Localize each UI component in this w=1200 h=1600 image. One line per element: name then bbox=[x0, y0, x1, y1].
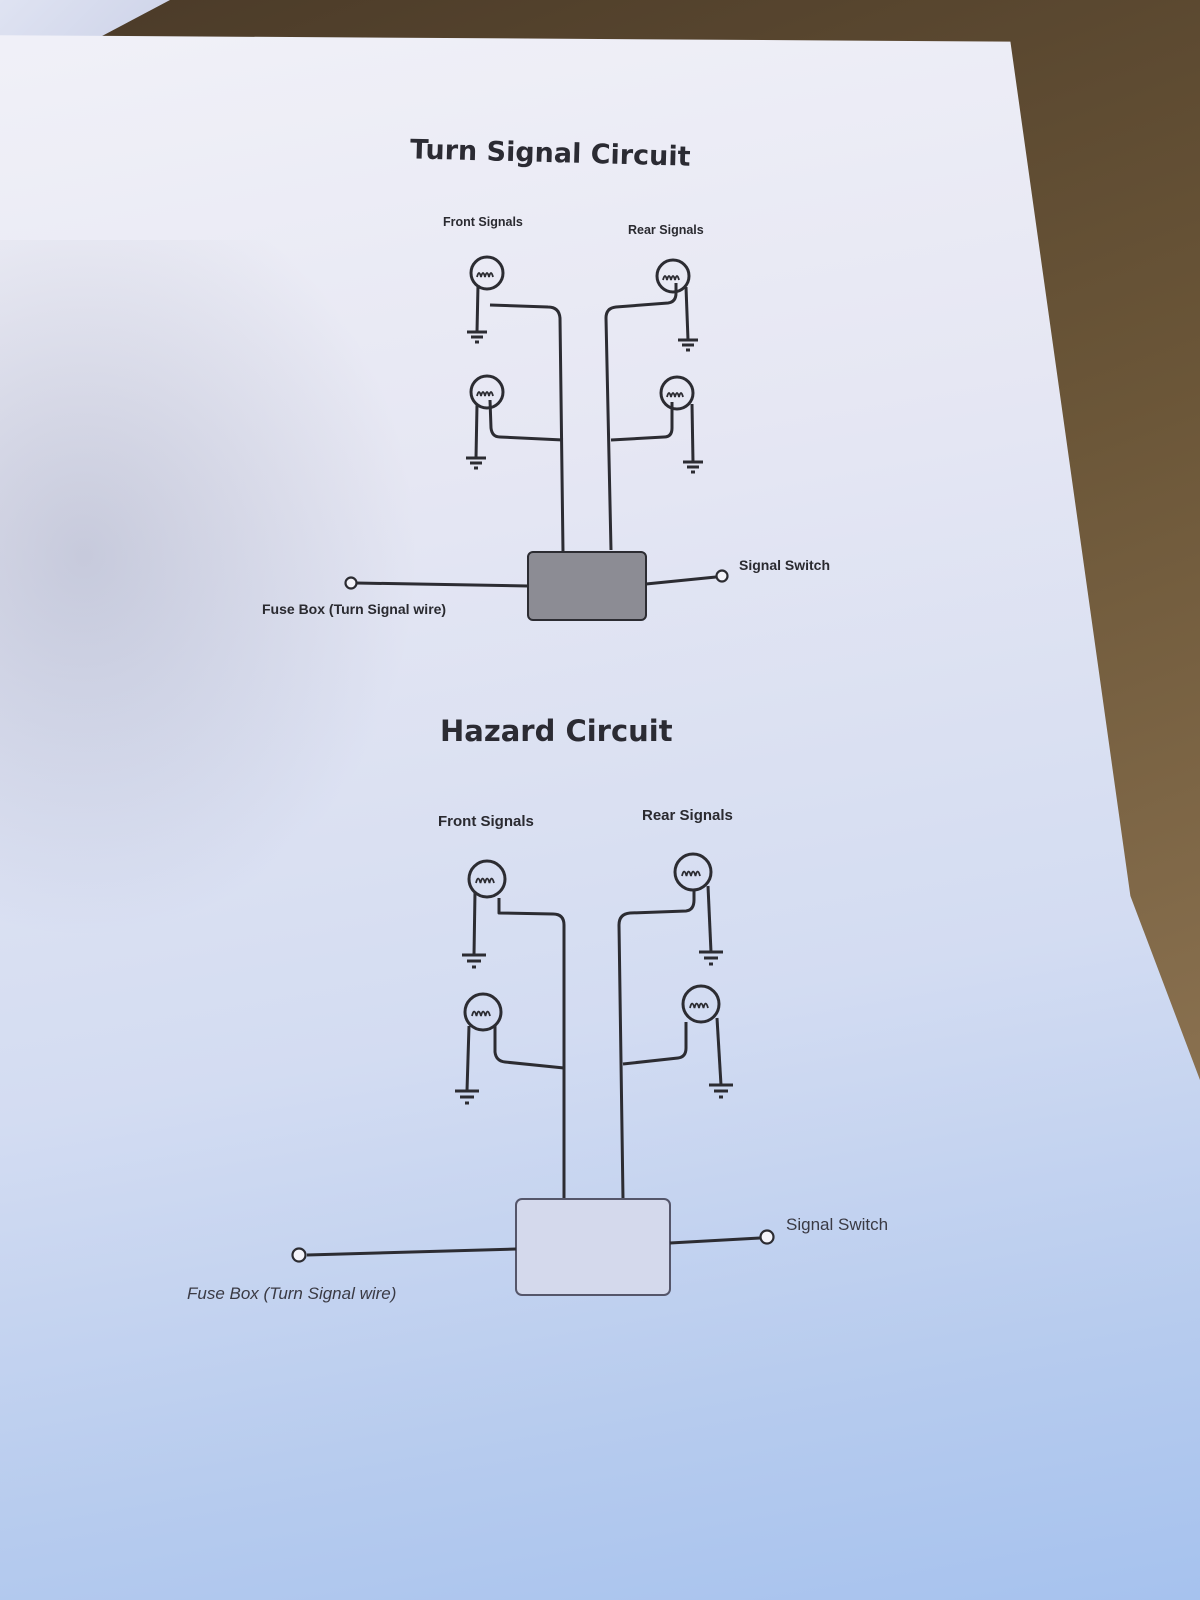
hazard-rear-bulb-2 bbox=[681, 984, 733, 1099]
hazard-front-signals-label: Front Signals bbox=[438, 813, 534, 830]
hazard-rear-bulb-1 bbox=[673, 852, 723, 966]
hazard-fuse-box-label: Fuse Box (Turn Signal wire) bbox=[187, 1284, 396, 1303]
ground-symbol bbox=[678, 338, 698, 352]
turn-rear-bulb-2 bbox=[659, 375, 703, 474]
turn-switch-wire bbox=[645, 575, 717, 586]
turn-front-bulb-2 bbox=[466, 374, 505, 470]
turn-front-bulb-1 bbox=[467, 255, 505, 344]
hazard-fuse-terminal bbox=[291, 1247, 307, 1263]
turn-fuse-terminal bbox=[344, 576, 358, 590]
hazard-front-bulb-2 bbox=[455, 992, 503, 1105]
ground-symbol bbox=[455, 1089, 479, 1105]
hand-shadow bbox=[0, 240, 420, 940]
turn-signal-diagram: Front Signals Rear Signals bbox=[262, 215, 830, 621]
turn-switch-terminal bbox=[715, 569, 729, 583]
hazard-front-wire-1 bbox=[497, 898, 566, 1199]
turn-fuse-wire bbox=[355, 581, 529, 588]
turn-front-signals-label: Front Signals bbox=[443, 215, 523, 229]
hazard-fuse-wire bbox=[306, 1247, 517, 1257]
turn-rear-wire-2 bbox=[610, 402, 674, 442]
hazard-front-wire-2 bbox=[493, 1025, 565, 1070]
hazard-rear-wire-2 bbox=[622, 1022, 688, 1066]
turn-rear-bulb-1 bbox=[655, 258, 698, 352]
hazard-switch-terminal bbox=[759, 1229, 775, 1245]
hazard-signal-switch-label: Signal Switch bbox=[786, 1215, 888, 1234]
turn-flasher-unit bbox=[527, 551, 647, 621]
hazard-rear-signals-label: Rear Signals bbox=[642, 807, 733, 824]
turn-signal-switch-label: Signal Switch bbox=[739, 557, 830, 573]
hazard-front-bulb-1 bbox=[462, 859, 507, 969]
hazard-switch-wire bbox=[669, 1236, 761, 1245]
ground-symbol bbox=[462, 953, 486, 969]
ground-symbol bbox=[466, 456, 486, 470]
ground-symbol bbox=[683, 460, 703, 474]
ground-symbol bbox=[699, 950, 723, 966]
turn-front-wire-1 bbox=[489, 303, 565, 553]
turn-front-wire-2 bbox=[488, 399, 564, 442]
hazard-diagram: Front Signals Rear Signals bbox=[187, 807, 888, 1303]
turn-fuse-box-label: Fuse Box (Turn Signal wire) bbox=[262, 601, 446, 617]
hazard-title: Hazard Circuit bbox=[440, 714, 673, 748]
ground-symbol bbox=[467, 330, 487, 344]
ground-symbol bbox=[709, 1083, 733, 1099]
hazard-flasher-unit bbox=[515, 1198, 671, 1296]
turn-rear-signals-label: Rear Signals bbox=[628, 223, 704, 237]
turn-rear-wire-1 bbox=[604, 283, 678, 551]
hazard-rear-wire-1 bbox=[617, 889, 696, 1200]
